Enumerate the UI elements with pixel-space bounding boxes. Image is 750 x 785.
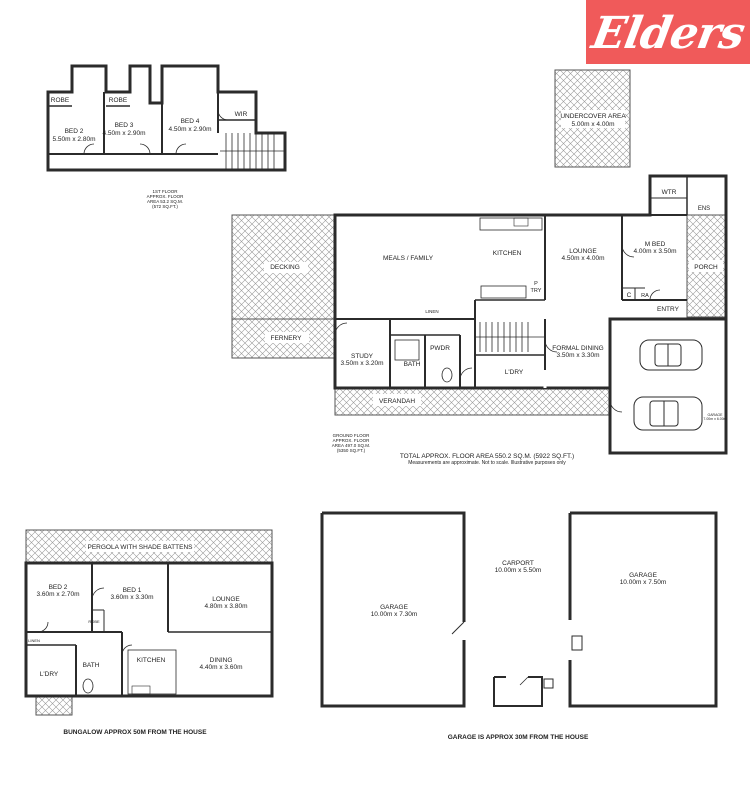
bungalow-dining-label: DINING bbox=[210, 657, 233, 664]
bungalow-caption: BUNGALOW APPROX 50M FROM THE HOUSE bbox=[63, 729, 207, 736]
robe-label: ROBE bbox=[51, 97, 70, 104]
bed4-dimension: 4.50m x 2.90m bbox=[169, 126, 212, 133]
sheds-labels: GARAGE 10.00m x 7.30m CARPORT 10.00m x 5… bbox=[371, 560, 667, 741]
bath-label: BATH bbox=[404, 361, 421, 368]
cupboard-label: C bbox=[627, 292, 632, 299]
bed2-label: BED 2 bbox=[65, 128, 84, 135]
bungalow-lounge-dimension: 4.80m x 3.80m bbox=[205, 603, 248, 610]
carport-label: CARPORT bbox=[502, 560, 534, 567]
undercover-dimension: 5.00m x 4.00m bbox=[572, 121, 615, 128]
sheds-plan bbox=[320, 511, 718, 708]
bed2-dimension: 5.50m x 2.80m bbox=[53, 136, 96, 143]
study-label: STUDY bbox=[351, 353, 374, 360]
decking-label: DECKING bbox=[270, 264, 300, 271]
ground-floor-labels: DECKING FERNERY MEALS / FAMILY KITCHEN P… bbox=[270, 189, 726, 421]
garage-two-dimension: 10.00m x 7.50m bbox=[620, 579, 667, 586]
svg-text:(5350 SQ.FT.): (5350 SQ.FT.) bbox=[337, 448, 366, 453]
bungalow-bed2-label: BED 2 bbox=[49, 584, 68, 591]
fernery-label: FERNERY bbox=[271, 335, 303, 342]
kitchen-label: KITCHEN bbox=[493, 250, 522, 257]
bungalow-bed1-label: BED 1 bbox=[123, 587, 142, 594]
robe-label: ROBE bbox=[109, 97, 128, 104]
bungalow-robe-label: ROBE bbox=[88, 619, 100, 624]
undercover-area: UNDERCOVER AREA 5.00m x 4.00m bbox=[554, 69, 631, 168]
bungalow-bed1-dimension: 3.60m x 3.30m bbox=[111, 594, 154, 601]
garage-two-label: GARAGE bbox=[629, 572, 657, 579]
bungalow-kitchen-label: KITCHEN bbox=[137, 657, 166, 664]
svg-text:1ST FLOOR: 1ST FLOOR bbox=[153, 189, 179, 194]
formal-dining-dimension: 3.50m x 3.30m bbox=[557, 352, 600, 359]
bed3-label: BED 3 bbox=[115, 122, 134, 129]
ra-label: RA bbox=[641, 293, 649, 299]
ground-floor-area-note: GROUND FLOOR APPROX. FLOOR AREA 497.0 SQ… bbox=[332, 433, 371, 453]
bungalow-dining-dimension: 4.40m x 3.60m bbox=[200, 664, 243, 671]
laundry-label: L'DRY bbox=[505, 369, 524, 376]
bed3-dimension: 4.50m x 2.90m bbox=[103, 130, 146, 137]
svg-text:APPROX. FLOOR: APPROX. FLOOR bbox=[147, 194, 185, 199]
bungalow-bed2-dimension: 3.60m x 2.70m bbox=[37, 591, 80, 598]
bungalow-bath-label: BATH bbox=[83, 662, 100, 669]
study-dimension: 3.50m x 3.20m bbox=[341, 360, 384, 367]
porch-label: PORCH bbox=[694, 264, 718, 271]
linen-label: LINEN bbox=[425, 309, 438, 314]
powder-label: PWDR bbox=[430, 345, 450, 352]
verandah-label: VERANDAH bbox=[379, 398, 415, 405]
bungalow-laundry-label: L'DRY bbox=[40, 671, 59, 678]
formal-dining-label: FORMAL DINING bbox=[552, 345, 603, 352]
meals-family-label: MEALS / FAMILY bbox=[383, 255, 434, 262]
svg-text:(572 SQ.FT.): (572 SQ.FT.) bbox=[152, 204, 178, 209]
bungalow-lounge-label: LOUNGE bbox=[212, 596, 240, 603]
entry-label: ENTRY bbox=[657, 306, 680, 313]
svg-text:GROUND FLOOR: GROUND FLOOR bbox=[333, 433, 371, 438]
svg-text:AREA 53.2 SQ.M.: AREA 53.2 SQ.M. bbox=[147, 199, 183, 204]
bed4-label: BED 4 bbox=[181, 118, 200, 125]
total-area-label: TOTAL APPROX. FLOOR AREA 550.2 SQ.M. (59… bbox=[400, 453, 574, 460]
sheds-caption: GARAGE IS APPROX 30M FROM THE HOUSE bbox=[448, 734, 589, 741]
bungalow-linen-label: LINEN bbox=[28, 638, 40, 643]
ensuite-label: ENS bbox=[698, 206, 710, 212]
pergola-label: PERGOLA WITH SHADE BATTENS bbox=[88, 544, 194, 551]
lounge-dimension: 4.50m x 4.00m bbox=[562, 255, 605, 262]
carport-dimension: 10.00m x 5.50m bbox=[495, 567, 542, 574]
garage-one-dimension: 10.00m x 7.30m bbox=[371, 611, 418, 618]
master-bed-dimension: 4.00m x 3.50m bbox=[634, 248, 677, 255]
undercover-label: UNDERCOVER AREA bbox=[560, 113, 626, 120]
garage-label: GARAGE bbox=[708, 413, 724, 417]
bungalow-labels: PERGOLA WITH SHADE BATTENS BED 2 3.60m x… bbox=[28, 544, 247, 736]
garage-dimension: 7.00m x 6.00m bbox=[703, 417, 726, 421]
first-floor-labels: ROBE ROBE BED 2 5.50m x 2.80m BED 3 4.50… bbox=[51, 97, 248, 143]
master-bed-label: M BED bbox=[645, 241, 666, 248]
disclaimer-label: Measurements are approximate. Not to sca… bbox=[408, 460, 566, 466]
ground-floor-plan bbox=[231, 174, 728, 455]
svg-text:AREA 497.0 SQ.M.: AREA 497.0 SQ.M. bbox=[332, 443, 371, 448]
elders-logo: Elders bbox=[586, 0, 750, 64]
wtr-label: WTR bbox=[662, 189, 677, 196]
pantry-label: P bbox=[534, 281, 538, 287]
lounge-label: LOUNGE bbox=[569, 248, 597, 255]
wir-label: WIR bbox=[235, 111, 248, 118]
garage-one-label: GARAGE bbox=[380, 604, 408, 611]
bungalow-plan bbox=[24, 529, 274, 716]
svg-text:APPROX. FLOOR: APPROX. FLOOR bbox=[333, 438, 371, 443]
pantry-label: TRY bbox=[531, 288, 542, 294]
first-floor-plan bbox=[46, 64, 287, 172]
first-floor-area-note: 1ST FLOOR APPROX. FLOOR AREA 53.2 SQ.M. … bbox=[147, 189, 185, 209]
car-icon bbox=[633, 396, 703, 431]
car-icon bbox=[639, 339, 703, 371]
